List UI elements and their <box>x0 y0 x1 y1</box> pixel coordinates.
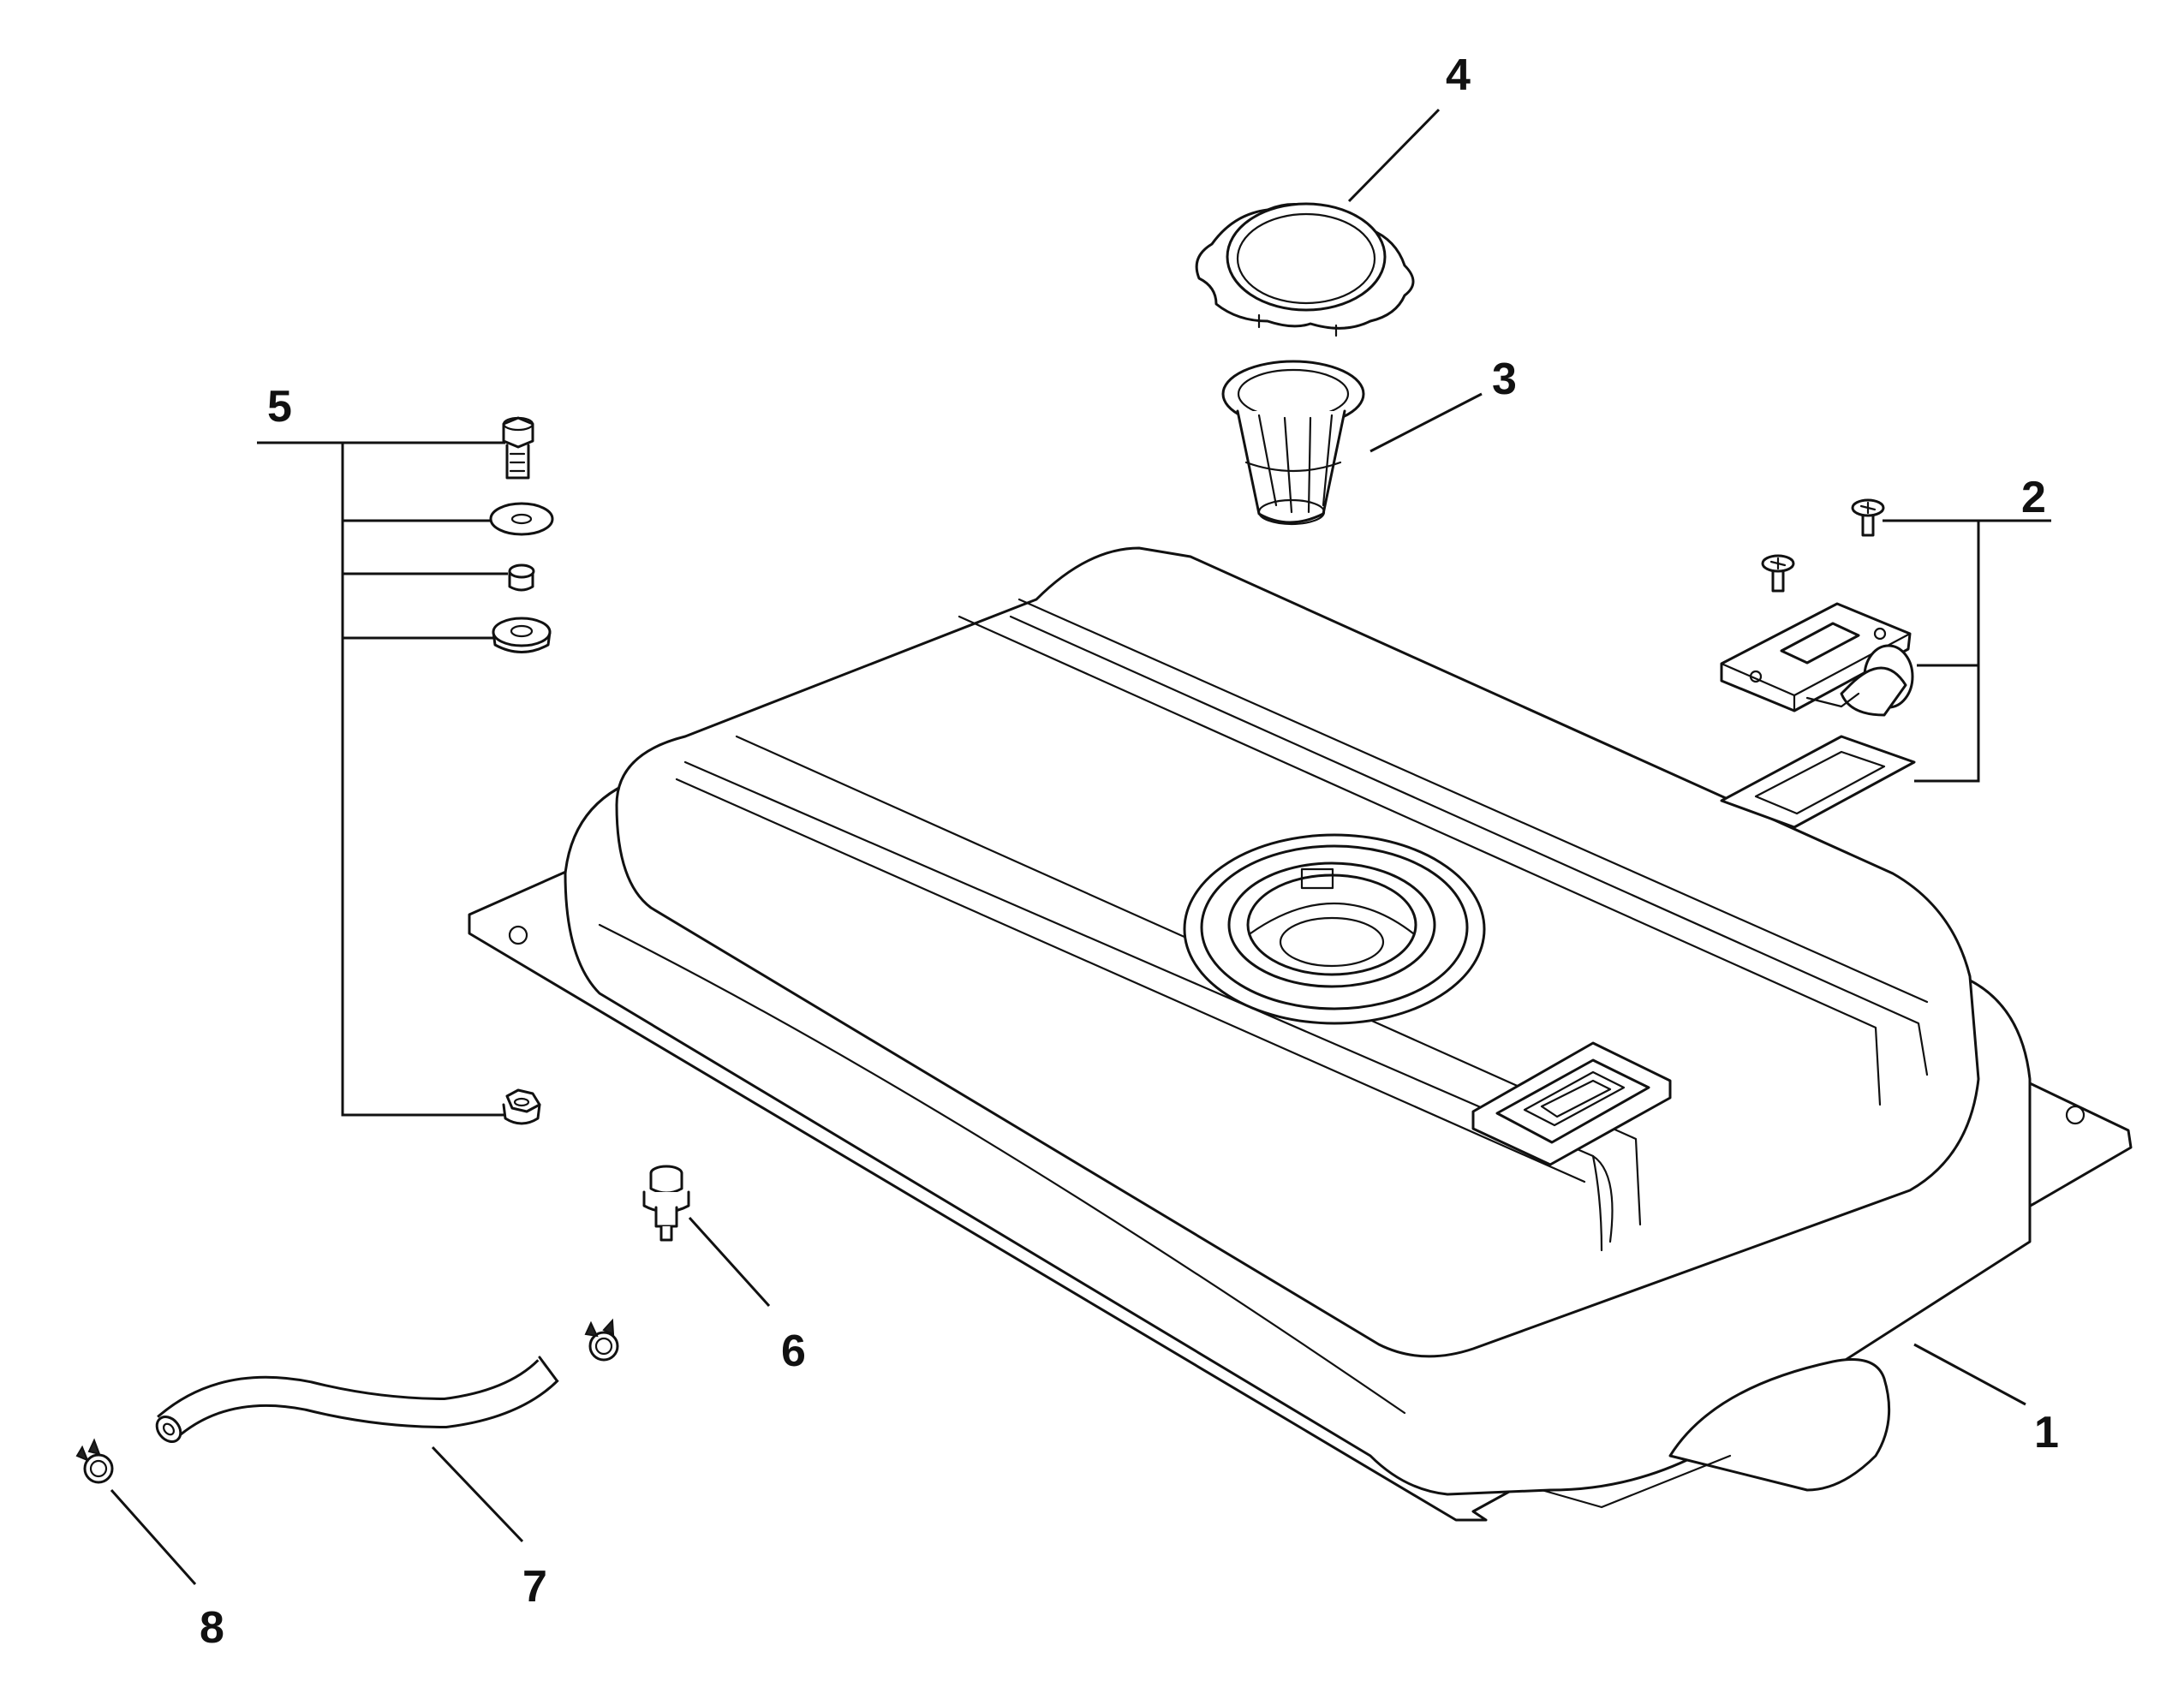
callout-7: 7 <box>522 1562 547 1612</box>
callout-5: 5 <box>267 382 292 432</box>
callouts: 1 2 3 4 5 6 7 8 <box>200 51 2059 1653</box>
fuel-cap <box>1195 202 1415 337</box>
callout-8: 8 <box>200 1603 224 1653</box>
fuel-fitting <box>642 1165 690 1242</box>
fuel-hose <box>155 1356 559 1443</box>
callout-1: 1 <box>2034 1408 2059 1457</box>
mounting-hardware <box>489 416 554 1125</box>
leader-lines <box>110 108 2051 1585</box>
fuel-strainer <box>1221 360 1365 526</box>
callout-6: 6 <box>781 1326 806 1376</box>
callout-4: 4 <box>1446 51 1471 100</box>
callout-2: 2 <box>2021 473 2046 522</box>
fuel-gauge-assembly <box>1720 498 1916 829</box>
fuel-tank <box>468 546 2133 1522</box>
hose-clamp-lower <box>75 1438 114 1484</box>
hose-clamp-upper <box>584 1318 619 1362</box>
callout-3: 3 <box>1492 355 1517 404</box>
